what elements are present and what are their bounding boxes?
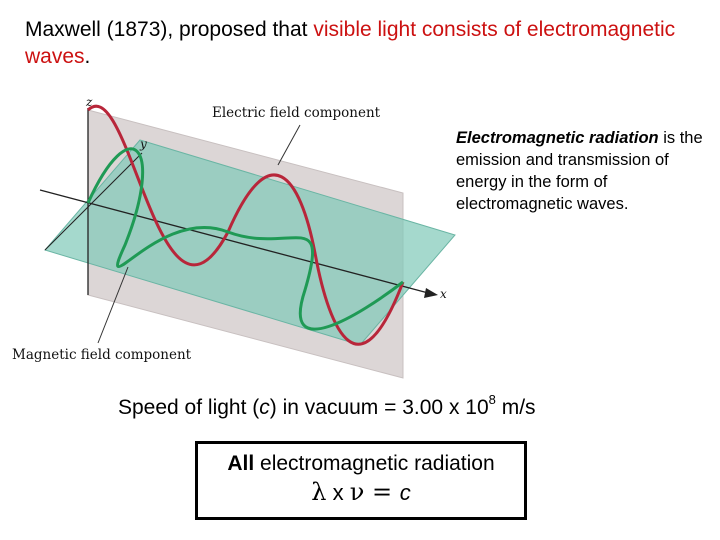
intro-prefix: Maxwell (1873), proposed that [25,18,314,41]
electric-wave [86,105,405,346]
lambda-symbol: λ [311,478,327,506]
speed-of-light: Speed of light (c) in vacuum = 3.00 x 10… [118,392,536,420]
box-all: All [227,452,255,475]
intro-suffix: . [84,45,91,68]
magnetic-leader [97,266,129,344]
x-axis-line [39,189,433,295]
speed-unit: m/s [495,396,536,419]
wave-equation: λ x ν = c [198,478,524,506]
intro-text: Maxwell (1873), proposed that visible li… [25,16,685,70]
box-line1-rest: electromagnetic radiation [254,452,495,475]
x-axis-label: x [440,287,447,301]
electric-field-label: Electric field component [212,105,381,121]
speed-before: Speed of light ( [118,396,260,419]
y-axis-label: y [139,137,147,151]
y-axis-line [44,152,143,251]
z-axis-label: z [85,95,93,109]
intro-highlight: visible light consists of electromagneti… [25,18,676,68]
speed-exponent: 8 [488,392,496,407]
em-wave-diagram: Electric field component Magnetic field … [12,95,456,379]
equals-symbol: = [364,478,400,506]
definition-term: Electromagnetic radiation [456,129,659,147]
speed-symbol: c [259,396,270,419]
x-axis-arrow [424,288,438,298]
nu-symbol: ν [349,478,365,506]
speed-middle: ) in vacuum = 3.00 x 10 [269,396,489,419]
magnetic-wave [86,147,404,331]
times-symbol: x [326,480,350,505]
definition-rest: is the emission and transmission of ener… [456,129,703,213]
magnetic-field-label: Magnetic field component [12,347,192,363]
c-symbol: c [399,480,411,505]
wave-equation-box: All electromagnetic radiation λ x ν = c [195,441,527,520]
box-line-1: All electromagnetic radiation [198,452,524,476]
electric-leader [277,124,301,166]
em-radiation-definition: Electromagnetic radiation is the emissio… [456,127,706,215]
